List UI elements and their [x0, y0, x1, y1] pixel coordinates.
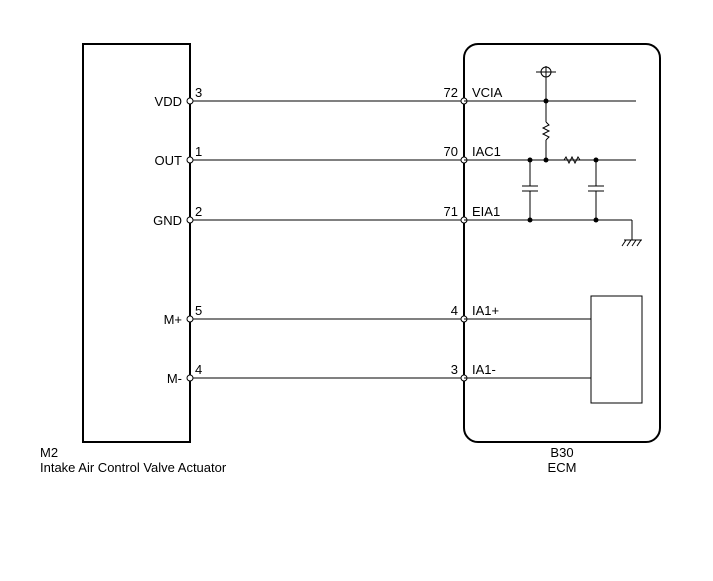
right-pin-number: 72	[444, 85, 458, 100]
junction-dot	[543, 98, 549, 104]
pullup-resistor-icon	[541, 121, 551, 141]
left-pin-name: GND	[153, 213, 182, 228]
left-pin-name: OUT	[155, 153, 183, 168]
series-resistor-icon	[563, 155, 581, 165]
left-pin-terminals	[186, 97, 194, 382]
left-pin-terminal	[186, 374, 194, 382]
junction-dot	[593, 217, 599, 223]
right-pin-name: EIA1	[472, 204, 500, 219]
left-pin-number: 4	[195, 362, 202, 377]
left-component-code: M2	[40, 445, 58, 460]
ground-icon	[621, 239, 627, 247]
ground-icon	[626, 239, 632, 247]
left-pin-name: VDD	[155, 94, 182, 109]
junction-dot	[527, 217, 533, 223]
actuator-box	[82, 43, 191, 443]
junction-dot	[593, 157, 599, 163]
left-pin-number: 5	[195, 303, 202, 318]
left-pin-terminal	[186, 315, 194, 323]
ecm-box	[463, 43, 661, 443]
right-pin-number: 3	[451, 362, 458, 377]
right-component-code: B30	[550, 445, 573, 460]
right-pin-name: IAC1	[472, 144, 501, 159]
wires	[190, 100, 464, 379]
left-pin-name: M-	[167, 371, 182, 386]
left-pin-terminal	[186, 156, 194, 164]
right-pin-name: IA1-	[472, 362, 496, 377]
ecm-internal-circuit	[464, 66, 643, 404]
left-pin-number: 1	[195, 144, 202, 159]
ground-icon	[636, 239, 642, 247]
junction-dot	[543, 157, 549, 163]
left-pin-terminal	[186, 97, 194, 105]
ground-icon	[631, 239, 637, 247]
right-pin-name: IA1+	[472, 303, 499, 318]
right-component-name: ECM	[548, 460, 577, 475]
junction-dot	[527, 157, 533, 163]
left-pin-number: 3	[195, 85, 202, 100]
motor-driver-block	[590, 295, 643, 404]
right-pin-number: 4	[451, 303, 458, 318]
right-pin-name: VCIA	[472, 85, 503, 100]
right-pin-number: 70	[444, 144, 458, 159]
left-component-name: Intake Air Control Valve Actuator	[40, 460, 227, 475]
right-pin-number: 71	[444, 204, 458, 219]
left-pin-name: M+	[164, 312, 182, 327]
left-pin-terminal	[186, 216, 194, 224]
left-pin-number: 2	[195, 204, 202, 219]
